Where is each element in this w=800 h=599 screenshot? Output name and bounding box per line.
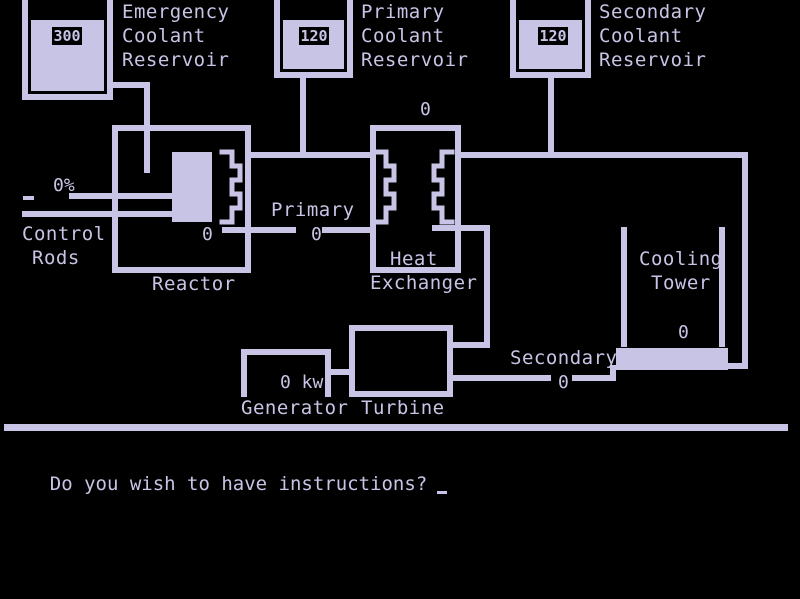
reactor-label: Reactor (152, 273, 236, 295)
emergency-reservoir-value: 300 (52, 27, 82, 45)
hx-coil-left (373, 149, 397, 225)
emergency-reservoir-label-2: Coolant (122, 25, 206, 47)
secondary-loop-label: Secondary (510, 347, 618, 369)
secondary-reservoir-label-2: Coolant (599, 25, 683, 47)
primary-reservoir-value: 120 (299, 27, 329, 45)
hx-to-turbine-pipe (432, 225, 490, 348)
heat-exchanger-label-1: Heat (390, 248, 438, 270)
control-rod-marker (23, 196, 34, 200)
reactor-core (172, 152, 212, 222)
generator-output: 0 kw (280, 372, 324, 393)
console-line[interactable]: Do you wish to have instructions? (4, 447, 448, 522)
console-divider (4, 424, 788, 431)
cooling-tower-basin (616, 348, 728, 370)
primary-reservoir-label-1: Primary (361, 1, 445, 23)
emergency-reservoir-tank (22, 0, 113, 100)
secondary-reservoir-label-1: Secondary (599, 1, 707, 23)
reactor-value: 0 (202, 224, 213, 245)
primary-loop-label: Primary (271, 199, 355, 221)
primary-reservoir-tank (274, 0, 353, 78)
secondary-hot-leg (455, 152, 748, 369)
console-prompt: Do you wish to have instructions? (49, 473, 428, 495)
plant-diagram (22, 0, 748, 397)
emergency-reservoir-label-3: Reservoir (122, 49, 230, 71)
cooling-tower-label-1: Cooling (639, 248, 723, 270)
reactor-coil (219, 149, 243, 225)
cooling-tower-label-2: Tower (651, 272, 711, 294)
turbine-box (349, 325, 453, 397)
control-rods-percent: 0% (53, 175, 75, 196)
secondary-return-pipe-2 (572, 365, 616, 381)
hx-coil-right (431, 149, 455, 225)
cooling-tower-value: 0 (678, 322, 689, 343)
control-rods-label-1: Control (22, 223, 106, 245)
generator-label: Generator (241, 397, 349, 419)
heat-exchanger-label-2: Exchanger (370, 272, 478, 294)
primary-reservoir-label-2: Coolant (361, 25, 445, 47)
secondary-loop-value: 0 (558, 372, 569, 393)
turbine-label: Turbine (361, 397, 445, 419)
emergency-feed-pipe (107, 82, 150, 173)
heat-exchanger-vessel (370, 125, 461, 273)
emergency-reservoir-label-1: Emergency (122, 1, 230, 23)
primary-loop-value: 0 (311, 224, 322, 245)
secondary-reservoir-label-3: Reservoir (599, 49, 707, 71)
control-rods-label-2: Rods (32, 247, 80, 269)
secondary-reservoir-value: 120 (538, 27, 568, 45)
heat-exchanger-value: 0 (420, 99, 431, 120)
primary-reservoir-label-3: Reservoir (361, 49, 469, 71)
text-cursor (437, 491, 448, 494)
